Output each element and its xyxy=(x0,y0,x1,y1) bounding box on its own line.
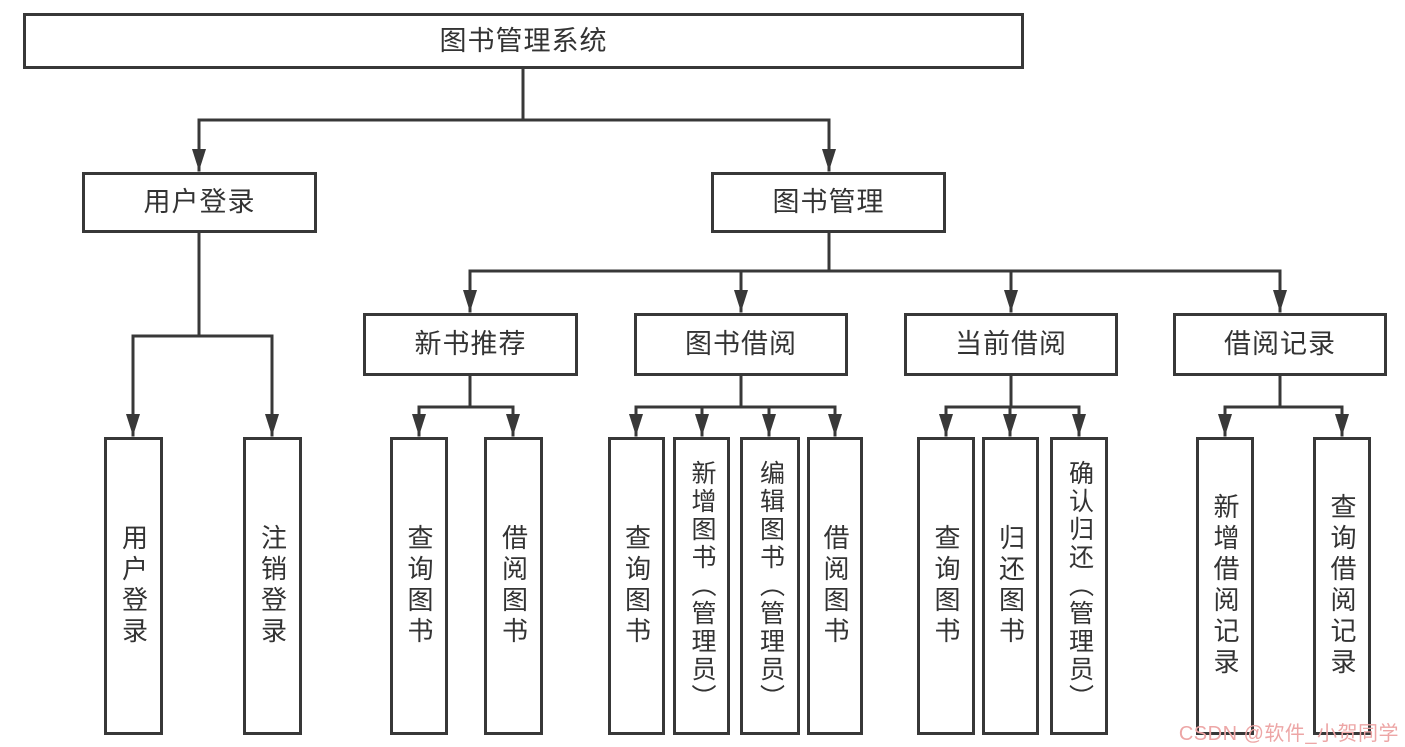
node-label: 借阅图书 xyxy=(498,524,529,648)
node-label: 图书借阅 xyxy=(685,329,797,359)
node-current-borrow: 当前借阅 xyxy=(904,313,1118,376)
leaf-edit-books-admin: 编辑图书（管理员） xyxy=(740,437,800,735)
leaf-add-books-admin: 新增图书（管理员） xyxy=(673,437,730,735)
node-label: 新增图书（管理员） xyxy=(688,460,716,712)
leaf-query-books-borrow: 查询图书 xyxy=(608,437,665,735)
node-label: 图书管理系统 xyxy=(439,25,608,56)
node-label: 用户登录 xyxy=(143,187,256,217)
node-label: 新增借阅记录 xyxy=(1210,493,1240,679)
leaf-user-login: 用户登录 xyxy=(104,437,163,735)
node-borrow-record: 借阅记录 xyxy=(1173,313,1387,376)
leaf-query-books-recommend: 查询图书 xyxy=(390,437,448,735)
node-label: 查询借阅记录 xyxy=(1327,493,1357,679)
node-label: 借阅记录 xyxy=(1224,329,1336,359)
node-library-management-system: 图书管理系统 xyxy=(23,13,1024,69)
node-label: 确认归还（管理员） xyxy=(1065,460,1094,712)
node-label: 用户登录 xyxy=(118,524,149,648)
leaf-borrow-books: 借阅图书 xyxy=(807,437,863,735)
leaf-query-borrow-record: 查询借阅记录 xyxy=(1313,437,1371,735)
connector-current-borrow-children xyxy=(939,373,1086,437)
node-label: 查询图书 xyxy=(931,524,961,648)
node-label: 借阅图书 xyxy=(820,524,850,648)
node-user-login: 用户登录 xyxy=(82,172,317,233)
node-label: 注销登录 xyxy=(257,524,288,648)
node-new-book-recommend: 新书推荐 xyxy=(363,313,578,376)
node-label: 查询图书 xyxy=(621,524,652,648)
node-label: 归还图书 xyxy=(995,524,1026,648)
node-label: 当前借阅 xyxy=(955,329,1067,359)
node-book-management: 图书管理 xyxy=(711,172,946,233)
node-label: 查询图书 xyxy=(404,524,434,648)
leaf-add-borrow-record: 新增借阅记录 xyxy=(1196,437,1254,735)
leaf-query-books-current: 查询图书 xyxy=(917,437,975,735)
connector-user-login-children xyxy=(126,230,279,437)
node-book-borrow: 图书借阅 xyxy=(634,313,848,376)
node-label: 图书管理 xyxy=(772,187,885,217)
connector-root-to-level2 xyxy=(192,67,836,172)
leaf-confirm-return-admin: 确认归还（管理员） xyxy=(1050,437,1108,735)
leaf-return-books: 归还图书 xyxy=(982,437,1039,735)
csdn-watermark: CSDN @软件_小贺同学 xyxy=(1178,723,1399,745)
node-label: 新书推荐 xyxy=(414,329,527,359)
leaf-logout: 注销登录 xyxy=(243,437,302,735)
connector-book-borrow-children xyxy=(629,373,842,437)
connector-borrow-record-children xyxy=(1218,373,1349,437)
connector-book-management-children xyxy=(463,230,1287,313)
leaf-borrow-books-recommend: 借阅图书 xyxy=(484,437,543,735)
connector-new-book-recommend-children xyxy=(412,373,520,437)
node-label: 编辑图书（管理员） xyxy=(756,460,785,712)
